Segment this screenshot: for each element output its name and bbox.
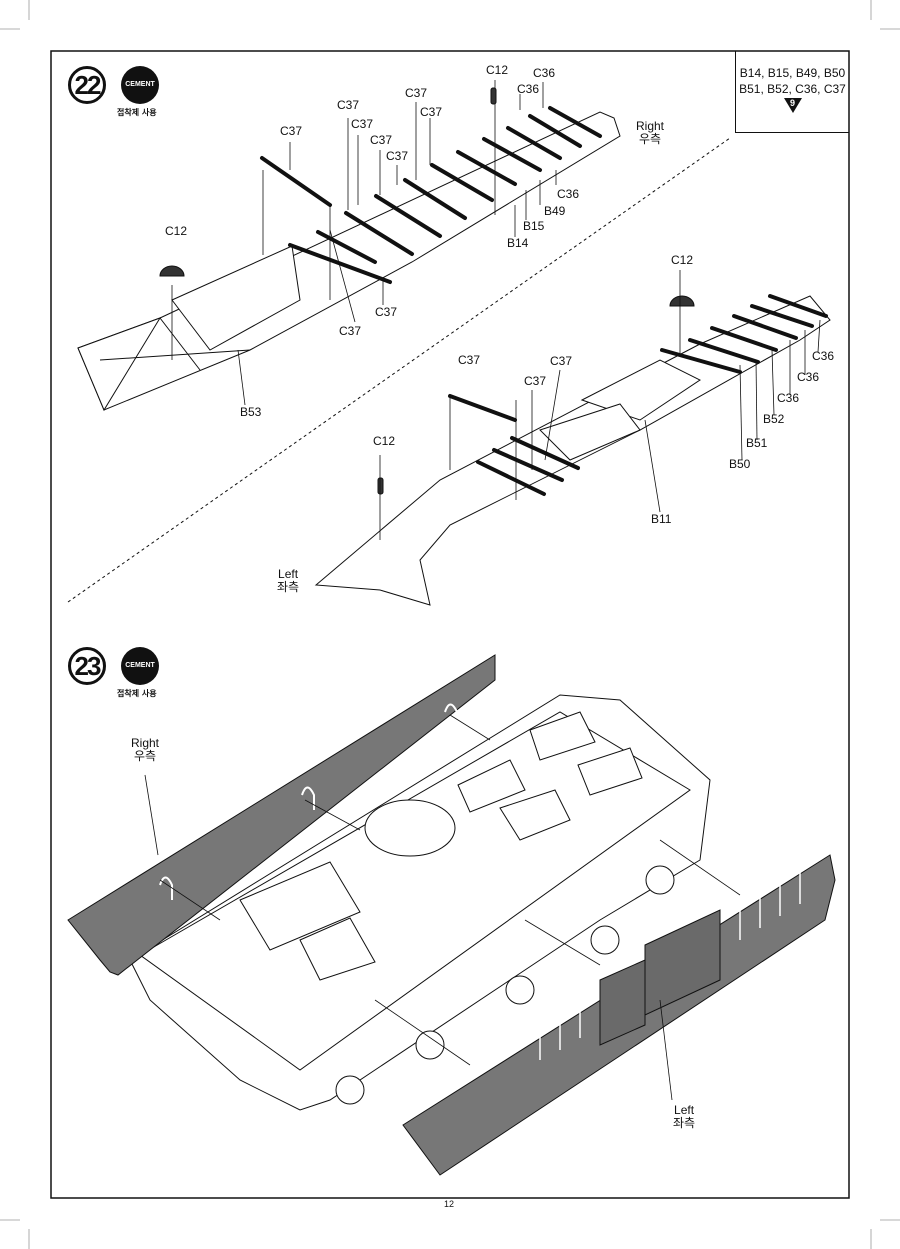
parts-reference-box: B14, B15, B49, B50 B51, B52, C36, C37 9 — [735, 51, 849, 133]
cement-text: 접착제 사용 — [117, 689, 157, 698]
left-label-en: Left — [674, 1103, 695, 1117]
right-plate-leaders — [171, 80, 557, 406]
callout-b49: B49 — [544, 204, 566, 218]
callout-b11: B11 — [651, 512, 672, 526]
callout-c36: C36 — [812, 349, 835, 363]
page-number: 12 — [444, 1199, 455, 1209]
callout-c37: C37 — [375, 305, 398, 319]
callout-c37: C37 — [351, 117, 374, 131]
right-label-en: Right — [636, 119, 665, 133]
callout-c37: C37 — [280, 124, 303, 138]
callout-c37: C37 — [550, 354, 573, 368]
callout-b53: B53 — [240, 405, 262, 419]
reference-step-triangle-icon: 9 — [783, 98, 802, 113]
cement-text: 접착제 사용 — [117, 108, 157, 117]
callout-c12: C12 — [486, 63, 509, 77]
callout-c37: C37 — [405, 86, 428, 100]
callout-c36: C36 — [533, 66, 556, 80]
cement-icon: CEMENT — [121, 66, 159, 104]
left-label-kr: 좌측 — [277, 580, 300, 594]
callout-c37: C37 — [339, 324, 362, 338]
step-22-number: 22 — [68, 66, 106, 104]
ref-step-number: 9 — [789, 98, 795, 108]
left-label-kr: 좌측 — [673, 1116, 696, 1130]
right-label-kr: 우측 — [638, 132, 662, 146]
callout-c37: C37 — [370, 133, 393, 147]
callout-c37: C37 — [524, 374, 547, 388]
callout-b14: B14 — [507, 236, 529, 250]
left-side-panel — [402, 854, 836, 1176]
callout-c36: C36 — [797, 370, 820, 384]
page-frame — [50, 50, 850, 1199]
callout-c12: C12 — [671, 253, 694, 267]
callout-c12: C12 — [373, 434, 396, 448]
parts-ref-line1: B14, B15, B49, B50 — [739, 66, 846, 80]
right-plate-brackets — [260, 106, 602, 284]
hull-guide-lines — [144, 714, 741, 1101]
cement-icon: CEMENT — [121, 647, 159, 685]
left-label-en: Left — [278, 567, 299, 581]
hull-body — [129, 694, 711, 1111]
callout-c36: C36 — [557, 187, 580, 201]
step-23-number: 23 — [68, 647, 106, 685]
callout-c36: C36 — [777, 391, 800, 405]
callout-c36: C36 — [517, 82, 540, 96]
callout-c37: C37 — [337, 98, 360, 112]
callout-b51: B51 — [746, 436, 768, 450]
callout-b50: B50 — [729, 457, 751, 471]
callout-c37: C37 — [458, 353, 481, 367]
left-plate-leaders — [379, 270, 821, 540]
parts-ref-line2: B51, B52, C36, C37 — [739, 82, 846, 96]
clip-c12-parts — [159, 87, 695, 495]
callout-c12: C12 — [165, 224, 188, 238]
right-label-kr: 우측 — [133, 749, 157, 763]
left-lower-plate — [314, 295, 831, 606]
callout-c37: C37 — [420, 105, 443, 119]
left-plate-brackets — [448, 294, 828, 496]
right-upper-plate — [77, 111, 621, 412]
right-side-panel — [67, 654, 496, 976]
dashed-separator — [67, 137, 731, 603]
callout-b15: B15 — [523, 219, 545, 233]
right-label-en: Right — [131, 736, 160, 750]
callout-b52: B52 — [763, 412, 785, 426]
callout-c37: C37 — [386, 149, 409, 163]
